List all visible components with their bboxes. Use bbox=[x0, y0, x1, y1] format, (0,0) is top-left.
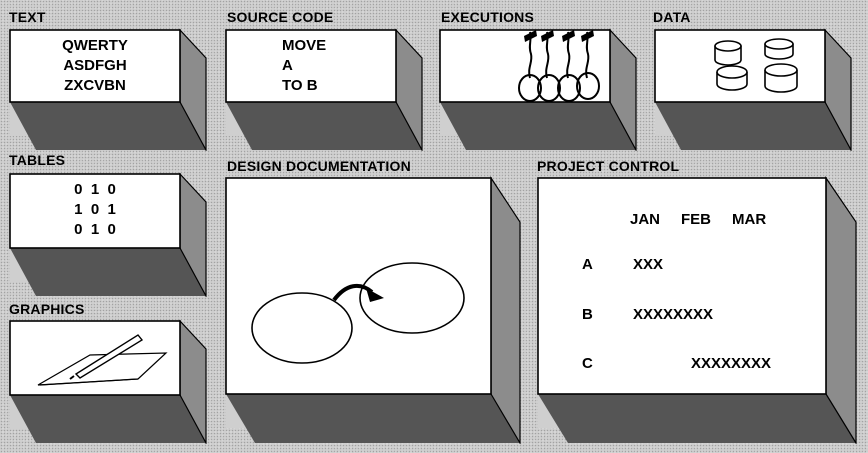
code-line: MOVE bbox=[282, 37, 327, 54]
box-shell bbox=[9, 28, 207, 152]
panel-title-text: TEXT bbox=[9, 9, 46, 25]
box-shell bbox=[225, 28, 423, 152]
panel-executions bbox=[439, 28, 637, 152]
panel-title-source-code: SOURCE CODE bbox=[227, 9, 334, 25]
schedule-bar: XXXXXXXX bbox=[633, 306, 714, 323]
table-row: 0 1 0 bbox=[74, 181, 116, 198]
panel-title-data: DATA bbox=[653, 9, 691, 25]
panel-design-documentation bbox=[225, 175, 521, 444]
box-shell bbox=[654, 28, 852, 152]
panel-title-project-control: PROJECT CONTROL bbox=[537, 158, 680, 174]
panel-graphics bbox=[9, 319, 207, 445]
month-header: FEB bbox=[681, 211, 711, 228]
execution-loops-icon bbox=[518, 30, 600, 102]
text-line: QWERTY bbox=[62, 37, 128, 54]
schedule-bar: XXXXXXXX bbox=[691, 355, 772, 372]
panel-source-code: MOVE A TO B bbox=[225, 28, 423, 152]
month-header: JAN bbox=[630, 211, 661, 228]
box-shell bbox=[9, 319, 207, 445]
text-line: ZXCVBN bbox=[64, 77, 126, 94]
code-line: A bbox=[282, 57, 293, 74]
row-label: C bbox=[582, 355, 593, 372]
pen-on-paper-icon bbox=[37, 334, 168, 386]
panel-text: QWERTY ASDFGH ZXCVBN bbox=[9, 28, 207, 152]
database-disks-icon bbox=[714, 38, 798, 93]
schedule-bar: XXX bbox=[633, 256, 664, 273]
panel-tables: 0 1 0 1 0 1 0 1 0 bbox=[9, 172, 207, 298]
panel-title-tables: TABLES bbox=[9, 152, 66, 168]
panel-title-design-documentation: DESIGN DOCUMENTATION bbox=[227, 158, 411, 174]
box-shell bbox=[9, 172, 207, 298]
panel-title-graphics: GRAPHICS bbox=[9, 301, 85, 317]
panel-data bbox=[654, 28, 852, 152]
row-label: B bbox=[582, 306, 593, 323]
panel-project-control: JAN FEB MAR A XXX B XXXXXXXX C XXXXXXXX bbox=[537, 176, 857, 444]
box-shell bbox=[537, 176, 857, 444]
row-label: A bbox=[582, 256, 593, 273]
table-row: 1 0 1 bbox=[74, 201, 116, 218]
flow-diagram-icon bbox=[251, 262, 465, 364]
table-row: 0 1 0 bbox=[74, 221, 116, 238]
code-line: TO B bbox=[282, 77, 318, 94]
month-header: MAR bbox=[732, 211, 767, 228]
text-line: ASDFGH bbox=[63, 57, 127, 74]
panel-title-executions: EXECUTIONS bbox=[441, 9, 535, 25]
